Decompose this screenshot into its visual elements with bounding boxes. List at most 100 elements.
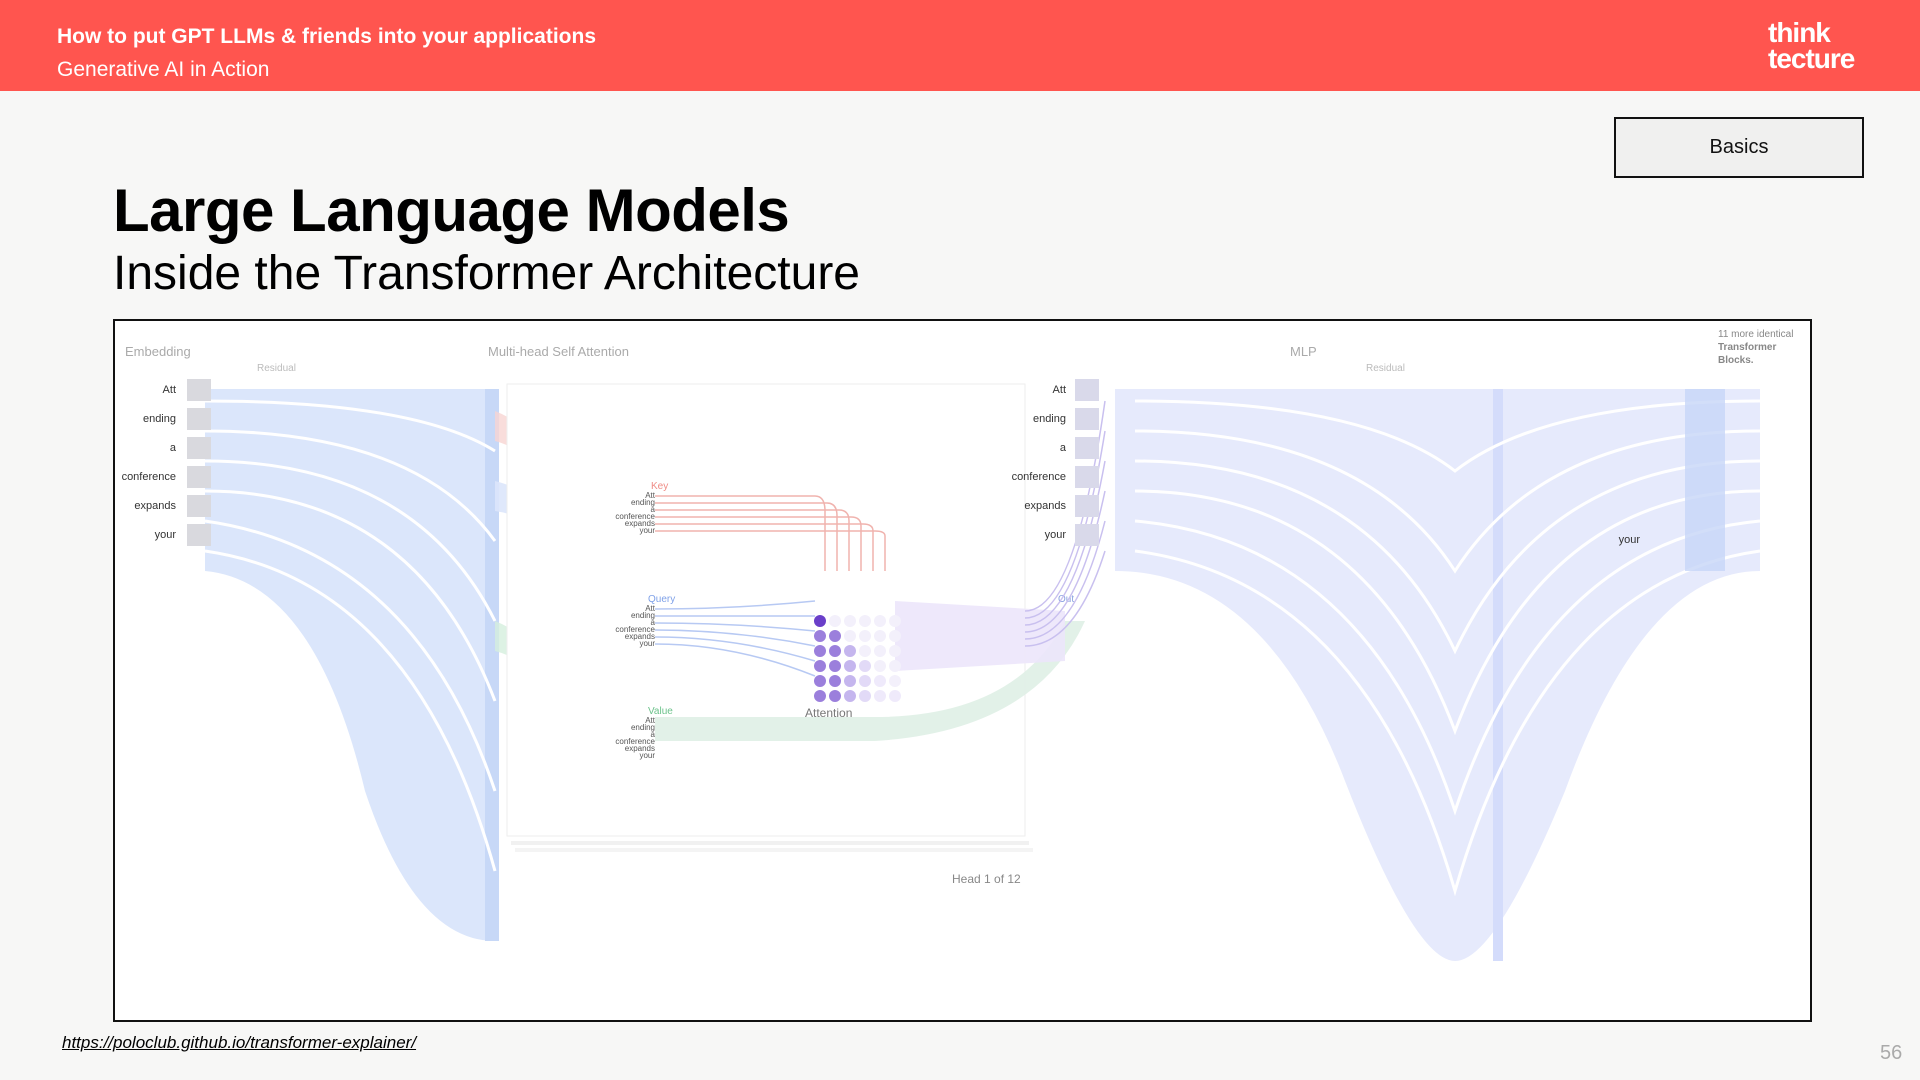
svg-text:a: a [651,618,656,627]
mlp-token-paths [1134,399,1761,897]
attention-cell-1-5 [889,630,901,642]
attention-cell-1-1 [829,630,841,642]
mlp-token-0: Att [1053,384,1066,396]
mlp-token-bar-5 [1075,524,1099,546]
attention-cell-1-2 [844,630,856,642]
embedding-token-bar-1 [187,408,211,430]
attention-label: Attention [805,706,852,720]
attention-cell-1-3 [859,630,871,642]
attention-cell-5-1 [829,690,841,702]
attention-out-band [895,601,1065,671]
residual-label: Residual [257,363,296,374]
embedding-token-bar-2 [187,437,211,459]
attention-cell-3-1 [829,660,841,672]
mlp-token-1: ending [1033,413,1066,425]
mlp-token-4: expands [1024,500,1066,512]
attention-cell-0-1 [829,615,841,627]
embedding-section-label: Embedding [125,344,191,359]
presentation-subtitle: Generative AI in Action [57,58,270,81]
attention-cell-5-0 [814,690,826,702]
mlp-token-5: your [1045,529,1067,541]
attention-cell-4-3 [859,675,871,687]
attention-cell-2-3 [859,645,871,657]
slide-title: Large Language Models [113,177,790,244]
svg-text:conference: conference [615,512,655,521]
head-stack-shadow [511,841,1029,845]
attention-cell-4-0 [814,675,826,687]
presentation-title: How to put GPT LLMs & friends into your … [57,25,596,48]
attention-cell-5-4 [874,690,886,702]
attention-cell-0-4 [874,615,886,627]
svg-text:your: your [639,751,655,760]
svg-text:your: your [639,526,655,535]
mlp-column [1493,389,1503,961]
attention-cell-0-5 [889,615,901,627]
mlp-token-2: a [1060,442,1067,454]
embedding-token-bar-0 [187,379,211,401]
attention-cell-3-5 [889,660,901,672]
embedding-token-bar-5 [187,524,211,546]
mlp-token-bar-1 [1075,408,1099,430]
svg-text:ending: ending [631,498,655,507]
page-number: 56 [1880,1042,1903,1064]
next-block-stack [1685,389,1725,571]
attention-cell-4-4 [874,675,886,687]
attention-cell-2-4 [874,645,886,657]
svg-text:a: a [651,505,656,514]
svg-text:your: your [639,639,655,648]
attention-cell-3-3 [859,660,871,672]
svg-text:Att: Att [645,604,656,613]
svg-text:expands: expands [625,632,655,641]
attention-matrix [814,615,901,702]
embedding-flow [205,389,495,941]
attention-cell-4-5 [889,675,901,687]
attention-cell-2-2 [844,645,856,657]
attention-cell-5-3 [859,690,871,702]
attention-cell-4-2 [844,675,856,687]
attention-cell-4-1 [829,675,841,687]
mlp-token-bar-4 [1075,495,1099,517]
svg-text:Att: Att [645,716,656,725]
attention-cell-0-2 [844,615,856,627]
svg-text:Att: Att [645,491,656,500]
more-blocks-note-1: 11 more identical [1718,329,1793,340]
thinktecture-logo: think tecture [1768,17,1855,74]
attention-cell-5-5 [889,690,901,702]
attention-cell-0-3 [859,615,871,627]
header-bar: How to put GPT LLMs & friends into your … [0,0,1920,91]
head-counter: Head 1 of 12 [952,872,1021,886]
diagram-canvas: Embedding Residual Multi-head Self Atten… [122,329,1793,961]
query-lines [654,600,816,677]
attention-cell-1-0 [814,630,826,642]
source-link[interactable]: https://poloclub.github.io/transformer-e… [62,1033,417,1052]
embedding-token-3: conference [122,471,176,483]
svg-text:ending: ending [631,723,655,732]
value-token-labels: Att ending a conference expands your [615,716,655,760]
mlp-flow [1115,389,1760,961]
attention-cell-0-0 [814,615,826,627]
svg-text:conference: conference [615,625,655,634]
mlp-token-3: conference [1012,471,1066,483]
key-label: Key [651,481,668,492]
embedding-token-2: a [170,442,177,454]
attention-cell-2-5 [889,645,901,657]
attention-cell-2-1 [829,645,841,657]
section-tag: Basics [1614,117,1864,178]
key-token-labels: Att ending a conference expands your [615,491,655,535]
mlp-token-bar-3 [1075,466,1099,488]
head-stack-shadow-2 [515,848,1033,852]
attention-cell-3-0 [814,660,826,672]
query-token-labels: Att ending a conference expands your [615,604,655,648]
embedding-token-1: ending [143,413,176,425]
mlp-residual-label: Residual [1366,363,1405,374]
mlp-token-labels: Att ending a conference expands your [1012,384,1067,541]
value-band [655,621,1085,741]
attention-cell-3-4 [874,660,886,672]
embedding-token-bars [187,379,1099,546]
svg-text:expands: expands [625,519,655,528]
attention-section-label: Multi-head Self Attention [488,344,629,359]
attention-cell-1-4 [874,630,886,642]
svg-text:a: a [651,730,656,739]
attention-cell-5-2 [844,690,856,702]
